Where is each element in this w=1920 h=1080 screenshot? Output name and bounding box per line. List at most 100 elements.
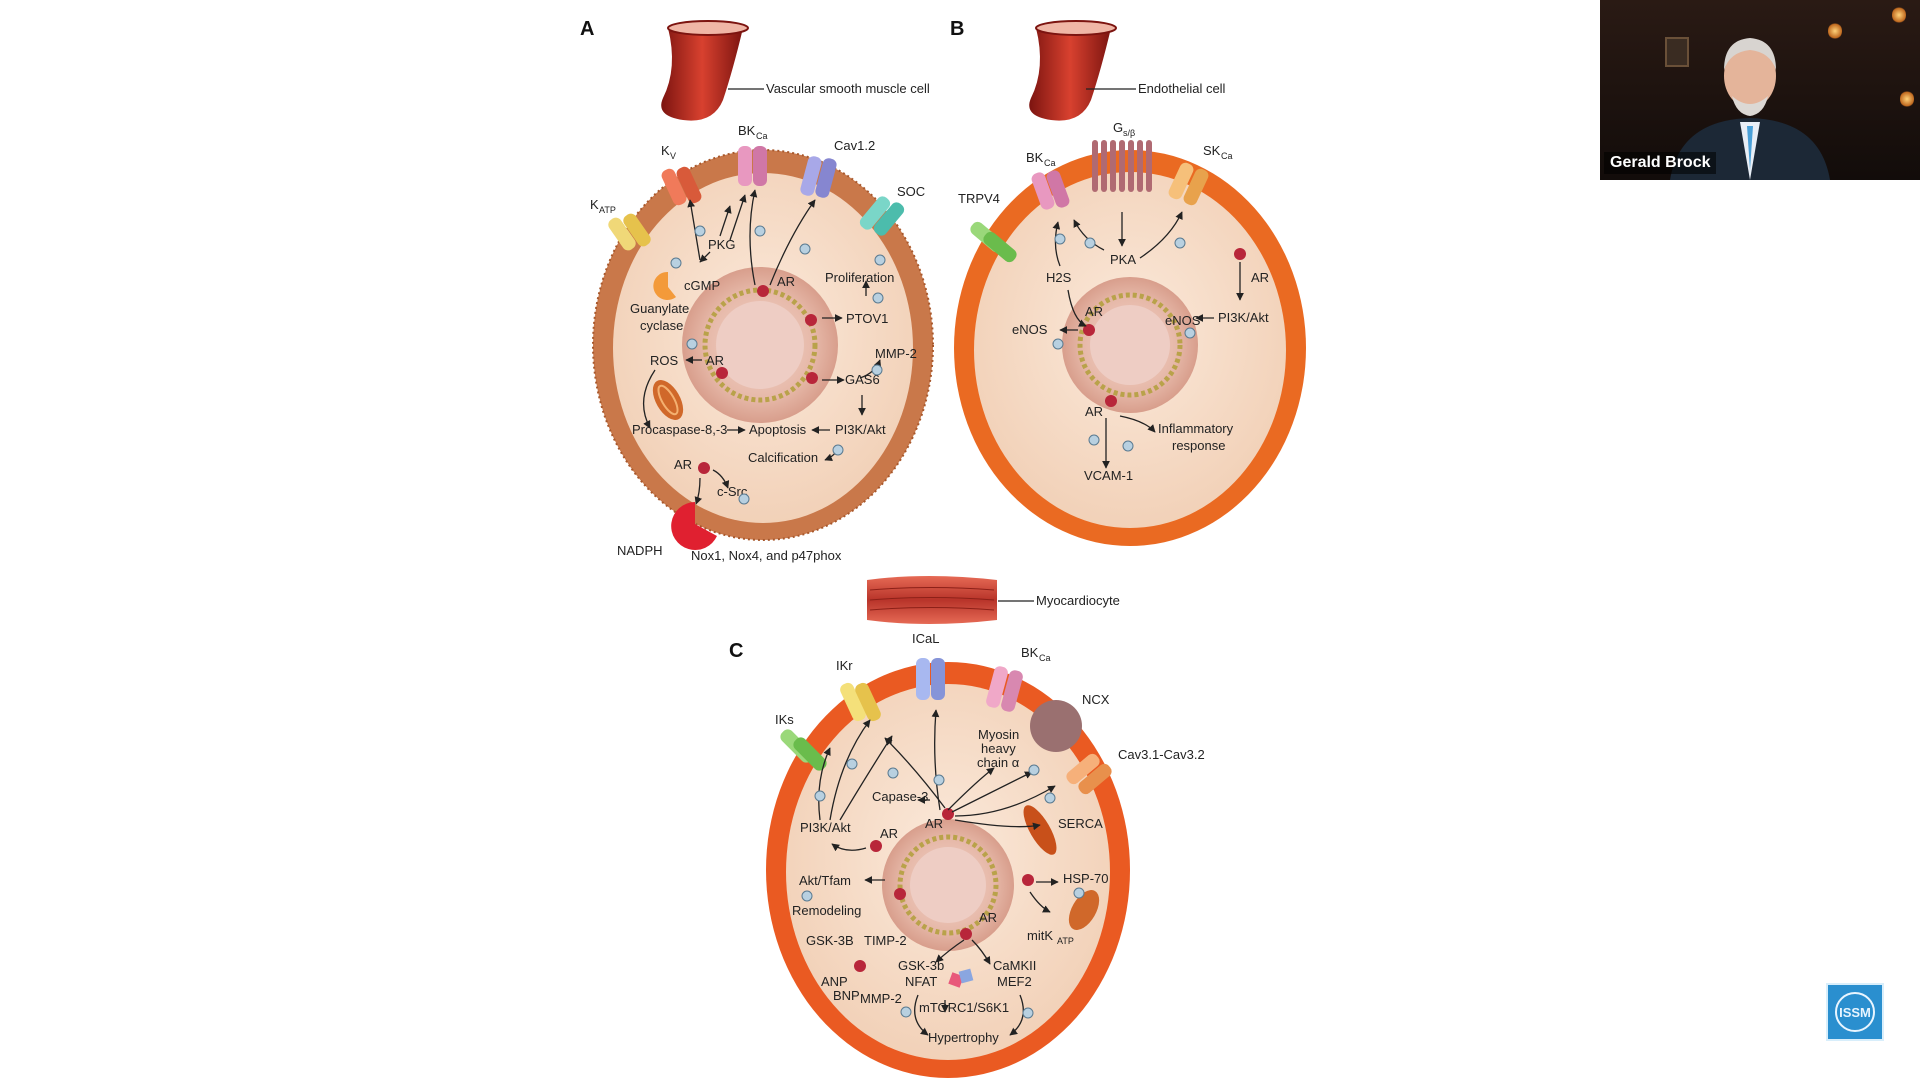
svg-text:eNOS: eNOS bbox=[1165, 313, 1201, 328]
svg-text:Ca: Ca bbox=[1044, 158, 1056, 168]
guanylate-cyclase-icon bbox=[653, 271, 676, 300]
speaker-name-label: Gerald Brock bbox=[1604, 152, 1717, 174]
svg-text:Nox1, Nox4, and p47phox: Nox1, Nox4, and p47phox bbox=[691, 548, 842, 563]
vsmc-label: Vascular smooth muscle cell bbox=[766, 81, 930, 96]
svg-text:BK: BK bbox=[1021, 645, 1039, 660]
svg-text:GSK-3B: GSK-3B bbox=[806, 933, 854, 948]
svg-text:AR: AR bbox=[880, 826, 898, 841]
svg-text:GAS6: GAS6 bbox=[845, 372, 880, 387]
ion-channel-icon bbox=[780, 658, 1112, 795]
panel-b: B Endothelial cell BK Ca bbox=[950, 18, 1306, 546]
svg-text:AR: AR bbox=[777, 274, 795, 289]
svg-text:Guanylate: Guanylate bbox=[630, 301, 689, 316]
svg-text:eNOS: eNOS bbox=[1012, 322, 1048, 337]
svg-text:Ca: Ca bbox=[756, 131, 768, 141]
svg-text:ROS: ROS bbox=[650, 353, 679, 368]
svg-text:mitK: mitK bbox=[1027, 928, 1053, 943]
svg-text:PKA: PKA bbox=[1110, 252, 1136, 267]
svg-text:IKs: IKs bbox=[775, 712, 794, 727]
receptor-icon bbox=[854, 808, 1034, 972]
speaker-video-tile[interactable]: Gerald Brock bbox=[1600, 0, 1920, 180]
svg-text:AR: AR bbox=[706, 353, 724, 368]
svg-text:HSP-70: HSP-70 bbox=[1063, 871, 1109, 886]
svg-text:Ca: Ca bbox=[1221, 151, 1233, 161]
vessel-icon bbox=[1029, 20, 1117, 121]
svg-text:SK: SK bbox=[1203, 143, 1221, 158]
receptor-icon bbox=[698, 285, 818, 474]
svg-text:G: G bbox=[1113, 120, 1123, 135]
svg-text:TRPV4: TRPV4 bbox=[958, 191, 1000, 206]
endothelial-label: Endothelial cell bbox=[1138, 81, 1226, 96]
svg-text:Akt/Tfam: Akt/Tfam bbox=[799, 873, 851, 888]
svg-text:Apoptosis: Apoptosis bbox=[749, 422, 807, 437]
svg-text:AR: AR bbox=[979, 910, 997, 925]
panel-c-letter: C bbox=[729, 640, 743, 662]
panel-a-letter: A bbox=[580, 18, 594, 40]
panel-c: C Myocardiocyte ICaL IKr bbox=[729, 576, 1205, 1078]
svg-text:ATP: ATP bbox=[599, 205, 616, 215]
svg-text:AR: AR bbox=[1251, 270, 1269, 285]
svg-text:NFAT: NFAT bbox=[905, 974, 937, 989]
svg-text:CaMKII: CaMKII bbox=[993, 958, 1036, 973]
muscle-fiber-icon bbox=[867, 576, 997, 624]
svg-text:cGMP: cGMP bbox=[684, 278, 720, 293]
svg-text:Calcification: Calcification bbox=[748, 450, 818, 465]
svg-text:GSK-3b: GSK-3b bbox=[898, 958, 944, 973]
mitochondrion-icon bbox=[652, 380, 684, 420]
svg-text:PI3K/Akt: PI3K/Akt bbox=[1218, 310, 1269, 325]
ion-channel-icon bbox=[970, 162, 1209, 263]
svg-text:PI3K/Akt: PI3K/Akt bbox=[835, 422, 886, 437]
svg-text:NCX: NCX bbox=[1082, 692, 1110, 707]
svg-text:AR: AR bbox=[1085, 304, 1103, 319]
svg-text:AR: AR bbox=[1085, 404, 1103, 419]
svg-text:BNP: BNP bbox=[833, 988, 860, 1003]
svg-text:MEF2: MEF2 bbox=[997, 974, 1032, 989]
svg-text:PI3K/Akt: PI3K/Akt bbox=[800, 820, 851, 835]
svg-text:response: response bbox=[1172, 438, 1225, 453]
svg-text:V: V bbox=[670, 151, 676, 161]
svg-text:K: K bbox=[661, 143, 670, 158]
nucleus-icon bbox=[1062, 277, 1198, 413]
svg-text:ICaL: ICaL bbox=[912, 631, 939, 646]
receptor-icon bbox=[1083, 248, 1246, 407]
panel-a: A Vascular smooth muscle cell bbox=[580, 18, 934, 563]
svg-text:Proliferation: Proliferation bbox=[825, 270, 894, 285]
svg-text:H2S: H2S bbox=[1046, 270, 1072, 285]
lamp-light bbox=[1900, 90, 1914, 108]
svg-text:MMP-2: MMP-2 bbox=[860, 991, 902, 1006]
svg-text:Cav3.1-Cav3.2: Cav3.1-Cav3.2 bbox=[1118, 747, 1205, 762]
svg-text:Remodeling: Remodeling bbox=[792, 903, 861, 918]
svg-text:Procaspase-8,-3: Procaspase-8,-3 bbox=[632, 422, 727, 437]
svg-text:s/β: s/β bbox=[1123, 128, 1135, 138]
svg-text:mTORC1/S6K1: mTORC1/S6K1 bbox=[919, 1000, 1009, 1015]
svg-text:ANP: ANP bbox=[821, 974, 848, 989]
svg-text:PKG: PKG bbox=[708, 237, 735, 252]
svg-text:AR: AR bbox=[925, 816, 943, 831]
svg-text:SERCA: SERCA bbox=[1058, 816, 1103, 831]
logo-text: ISSM bbox=[1839, 1004, 1871, 1020]
issm-logo-badge: ISSM bbox=[1826, 983, 1884, 1041]
svg-text:Hypertrophy: Hypertrophy bbox=[928, 1030, 999, 1045]
svg-text:AR: AR bbox=[674, 457, 692, 472]
svg-text:chain α: chain α bbox=[977, 755, 1020, 770]
svg-text:VCAM-1: VCAM-1 bbox=[1084, 468, 1133, 483]
svg-text:IKr: IKr bbox=[836, 658, 853, 673]
lamp-light bbox=[1892, 6, 1906, 24]
vessel-icon bbox=[661, 20, 749, 121]
logo-ring-icon: ISSM bbox=[1835, 992, 1875, 1032]
gpcr-icon bbox=[1092, 140, 1152, 192]
svg-text:PTOV1: PTOV1 bbox=[846, 311, 888, 326]
svg-text:K: K bbox=[590, 197, 599, 212]
svg-text:heavy: heavy bbox=[981, 741, 1016, 756]
svg-text:cyclase: cyclase bbox=[640, 318, 683, 333]
ion-markers bbox=[670, 225, 1196, 1019]
panel-b-letter: B bbox=[950, 18, 964, 40]
complex-icon bbox=[948, 968, 974, 988]
svg-text:BK: BK bbox=[738, 123, 756, 138]
svg-text:Cav1.2: Cav1.2 bbox=[834, 138, 875, 153]
svg-text:MMP-2: MMP-2 bbox=[875, 346, 917, 361]
ncx-exchanger-icon bbox=[1030, 700, 1082, 752]
svg-text:SOC: SOC bbox=[897, 184, 925, 199]
